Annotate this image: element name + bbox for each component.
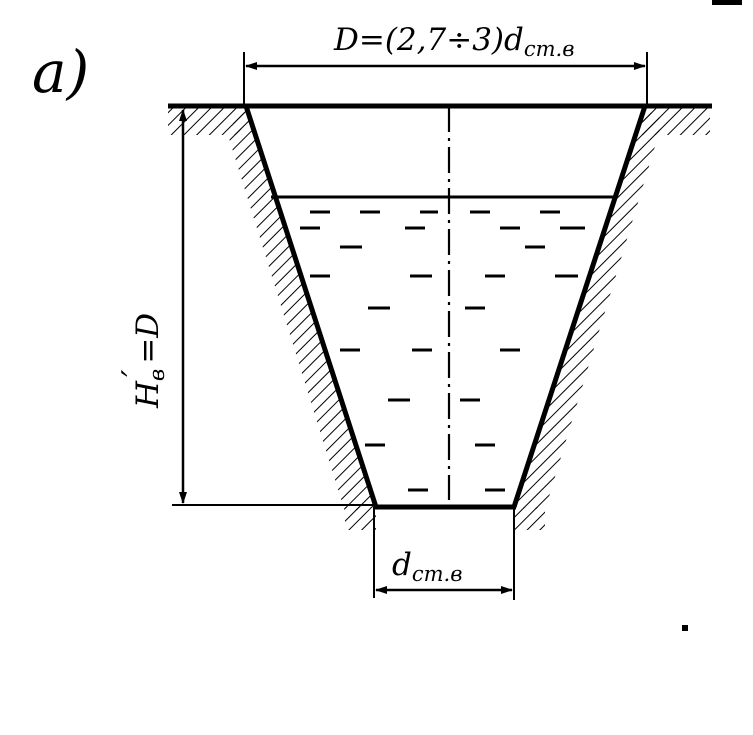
top-dimension-subscript: ст.в bbox=[524, 37, 575, 61]
height-label-subscript: в bbox=[145, 369, 169, 381]
top-diameter-dimension: D=(2,7÷3)dст.в bbox=[243, 22, 648, 106]
right-bottom-hatch bbox=[513, 507, 545, 530]
scan-speck bbox=[682, 625, 688, 631]
funnel-walls bbox=[243, 105, 648, 510]
height-dimension-label: Hв′ =D bbox=[116, 313, 169, 409]
left-slope-hatch bbox=[228, 108, 376, 512]
height-label-main: H bbox=[130, 380, 166, 409]
left-funnel-wall bbox=[243, 105, 379, 508]
bottom-dimension-subscript: ст.в bbox=[412, 562, 463, 586]
bottom-dimension-main-text: d bbox=[392, 547, 412, 583]
left-bottom-hatch bbox=[345, 507, 376, 530]
top-dimension-main-text: D=(2,7÷3)d bbox=[333, 22, 524, 58]
panel-label: a) bbox=[32, 38, 89, 106]
top-dimension-label: D=(2,7÷3)dст.в bbox=[333, 22, 574, 61]
water-dash-marks bbox=[300, 210, 585, 492]
bottom-diameter-dimension: dст.в bbox=[373, 507, 515, 600]
ground-hatching bbox=[168, 108, 710, 530]
right-slope-hatch bbox=[515, 108, 663, 510]
height-label-prime: ′ bbox=[116, 370, 152, 377]
scan-speck bbox=[712, 0, 742, 5]
right-funnel-wall bbox=[511, 105, 648, 508]
left-ground-surface-hatch bbox=[168, 108, 246, 135]
height-label-rest: =D bbox=[130, 313, 166, 364]
height-dimension: Hв′ =D bbox=[116, 109, 376, 506]
bottom-dimension-label: dст.в bbox=[392, 547, 462, 586]
